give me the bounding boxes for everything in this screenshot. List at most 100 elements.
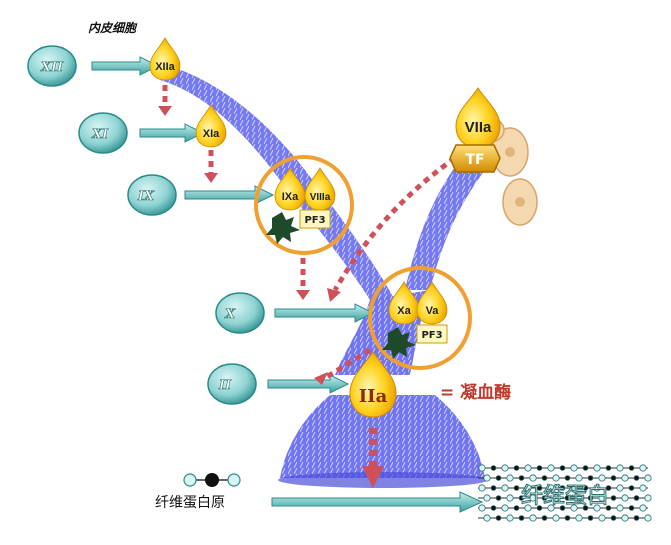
drop-viia[interactable]: VIIa bbox=[455, 87, 501, 149]
fibrin-bead bbox=[559, 465, 566, 471]
fibrin-bead bbox=[610, 495, 617, 501]
fibrin-bead bbox=[524, 464, 532, 472]
fibrin-bead bbox=[524, 484, 532, 492]
arrow-head-6 bbox=[362, 466, 384, 488]
factor-x-circle[interactable] bbox=[215, 292, 265, 334]
fibrin-bead bbox=[575, 514, 583, 522]
fibrin-bead bbox=[628, 465, 635, 471]
fibrinogen-label: 纤维蛋白原 bbox=[155, 495, 225, 511]
thrombin-label: = 凝血酶 bbox=[440, 382, 511, 403]
fibrin-bead bbox=[541, 495, 548, 501]
fibrin-bead bbox=[593, 484, 601, 492]
waterfall-fan bbox=[280, 395, 485, 478]
intrinsic-stream bbox=[160, 68, 395, 300]
fibrin-bead bbox=[570, 464, 578, 472]
factor-ii-label: II bbox=[218, 378, 232, 393]
factor-xii-arrow bbox=[91, 56, 160, 76]
fibrin-bead bbox=[552, 474, 560, 482]
fibrin-bead bbox=[598, 514, 606, 522]
arrow-prothrombinase-to-ii bbox=[323, 347, 372, 381]
extrinsic-stream bbox=[405, 160, 485, 290]
tf-box[interactable]: TF bbox=[449, 144, 501, 173]
fibrin-bead bbox=[478, 504, 486, 512]
fibrin-bead bbox=[564, 475, 571, 481]
factor-xii-group: XII bbox=[27, 45, 160, 87]
drop-iia[interactable]: IIa bbox=[349, 351, 397, 418]
drop-viiia[interactable]: VIIIa bbox=[304, 167, 336, 211]
factor-ii-circle[interactable] bbox=[207, 363, 257, 405]
drop-va[interactable]: Va bbox=[416, 281, 448, 325]
fibrin-bead bbox=[621, 514, 629, 522]
drop-iia-label: IIa bbox=[359, 386, 388, 407]
fibrin-bead bbox=[529, 474, 537, 482]
arrow-tf-to-x bbox=[332, 155, 457, 292]
fibrin-bead bbox=[570, 484, 578, 492]
prothrombinase-complex-ring bbox=[368, 266, 472, 370]
fibrin-bead bbox=[506, 494, 514, 502]
fibrin-bead bbox=[536, 505, 543, 511]
fibrin-bead bbox=[570, 504, 578, 512]
fibrin-bead bbox=[564, 515, 571, 521]
fibrin-bead bbox=[593, 464, 601, 472]
arrow-head-4 bbox=[327, 288, 341, 302]
fibrin-bead bbox=[513, 485, 520, 491]
tenase-complex-ring bbox=[254, 155, 354, 255]
fibrin-bead bbox=[529, 514, 537, 522]
arrow-head-3 bbox=[296, 290, 310, 300]
factor-ii-arrow bbox=[267, 374, 350, 394]
fibrin-bead bbox=[547, 504, 555, 512]
fibrin-bead bbox=[501, 484, 509, 492]
arrow-head-5 bbox=[314, 372, 328, 385]
fibrin-bead bbox=[559, 505, 566, 511]
fibrin-bead bbox=[536, 465, 543, 471]
fibrin-bead bbox=[483, 494, 491, 502]
fibrin-bead bbox=[524, 504, 532, 512]
drop-xa[interactable]: Xa bbox=[388, 281, 420, 325]
fibrin-bead bbox=[490, 465, 497, 471]
fibrin-bead bbox=[644, 514, 652, 522]
fibrin-bead bbox=[541, 515, 548, 521]
factor-xi-arrow bbox=[139, 123, 205, 143]
factor-xii-circle[interactable] bbox=[27, 45, 77, 87]
drop-xiia-label: XIIa bbox=[155, 61, 175, 73]
fibrin-bead bbox=[495, 495, 502, 501]
fibrin-bead bbox=[536, 485, 543, 491]
fibrin-bead bbox=[506, 474, 514, 482]
drop-xia-label: XIa bbox=[203, 128, 220, 140]
fibrin-bead bbox=[633, 515, 640, 521]
fibrin-bead bbox=[541, 475, 548, 481]
fibrin-bead bbox=[598, 474, 606, 482]
fibrin-bead bbox=[633, 495, 640, 501]
fibrin-bead bbox=[644, 474, 652, 482]
fibrin-bead bbox=[587, 515, 594, 521]
drop-xia[interactable]: XIa bbox=[195, 104, 227, 148]
fibrin-bead bbox=[518, 475, 525, 481]
arrow-head-1 bbox=[158, 106, 172, 116]
fibrin-bead bbox=[575, 494, 583, 502]
fibrin-bead bbox=[639, 464, 647, 472]
fibrin-bead bbox=[593, 504, 601, 512]
fibrin-bead bbox=[616, 464, 624, 472]
waterfall-pool bbox=[278, 472, 488, 488]
fibrin-bead bbox=[513, 465, 520, 471]
fibrinogen-arrow bbox=[271, 491, 484, 513]
activation-arrows bbox=[162, 85, 457, 468]
pf3-upper-label: PF3 bbox=[304, 215, 325, 226]
drop-ixa[interactable]: IXa bbox=[274, 167, 306, 211]
drop-xiia[interactable]: XIIa bbox=[149, 37, 181, 81]
fibrin-bead bbox=[628, 485, 635, 491]
factor-xi-circle[interactable] bbox=[78, 112, 128, 154]
factor-ix-circle[interactable] bbox=[127, 174, 177, 216]
factor-x-label: X bbox=[224, 307, 236, 322]
factor-ii-group: II bbox=[207, 363, 350, 405]
fibrin-bead bbox=[582, 505, 589, 511]
fibrin-bead bbox=[547, 464, 555, 472]
fibrin-label: 纤维蛋白 bbox=[521, 484, 609, 509]
fibrin-bead bbox=[598, 494, 606, 502]
fibrin-bead bbox=[552, 514, 560, 522]
fibrin-bead bbox=[513, 505, 520, 511]
fibrin-bead bbox=[483, 514, 491, 522]
fibrin-mesh-dots bbox=[478, 464, 652, 522]
fibrin-bead bbox=[639, 504, 647, 512]
